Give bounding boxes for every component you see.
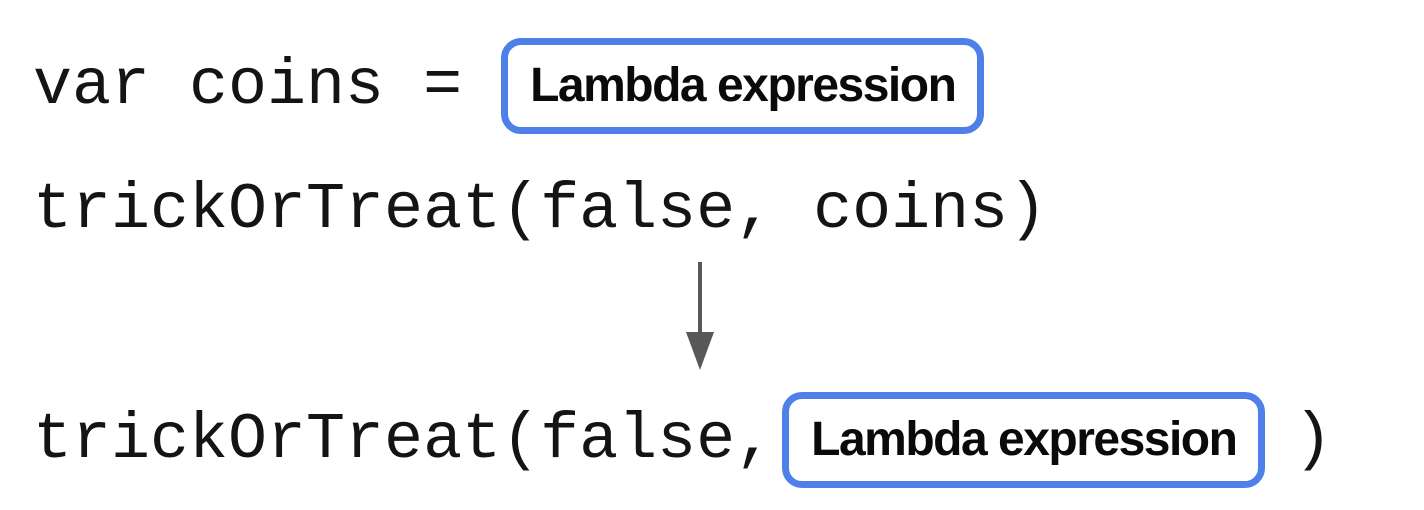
call-with-lambda-line: trickOrTreat(false, Lambda expression ) <box>33 392 1332 488</box>
lambda-expression-pill: Lambda expression <box>782 392 1266 488</box>
call-with-lambda-code-before: trickOrTreat(false, <box>33 402 775 477</box>
close-paren: ) <box>1293 402 1333 477</box>
lambda-expression-pill: Lambda expression <box>501 38 985 134</box>
assignment-line: var coins = Lambda expression <box>33 38 985 134</box>
call-with-variable-line: trickOrTreat(false, coins) <box>33 172 1047 248</box>
down-arrow-icon <box>686 262 714 370</box>
call-with-variable-code: trickOrTreat(false, coins) <box>33 173 1048 247</box>
assignment-code: var coins = <box>33 48 502 123</box>
